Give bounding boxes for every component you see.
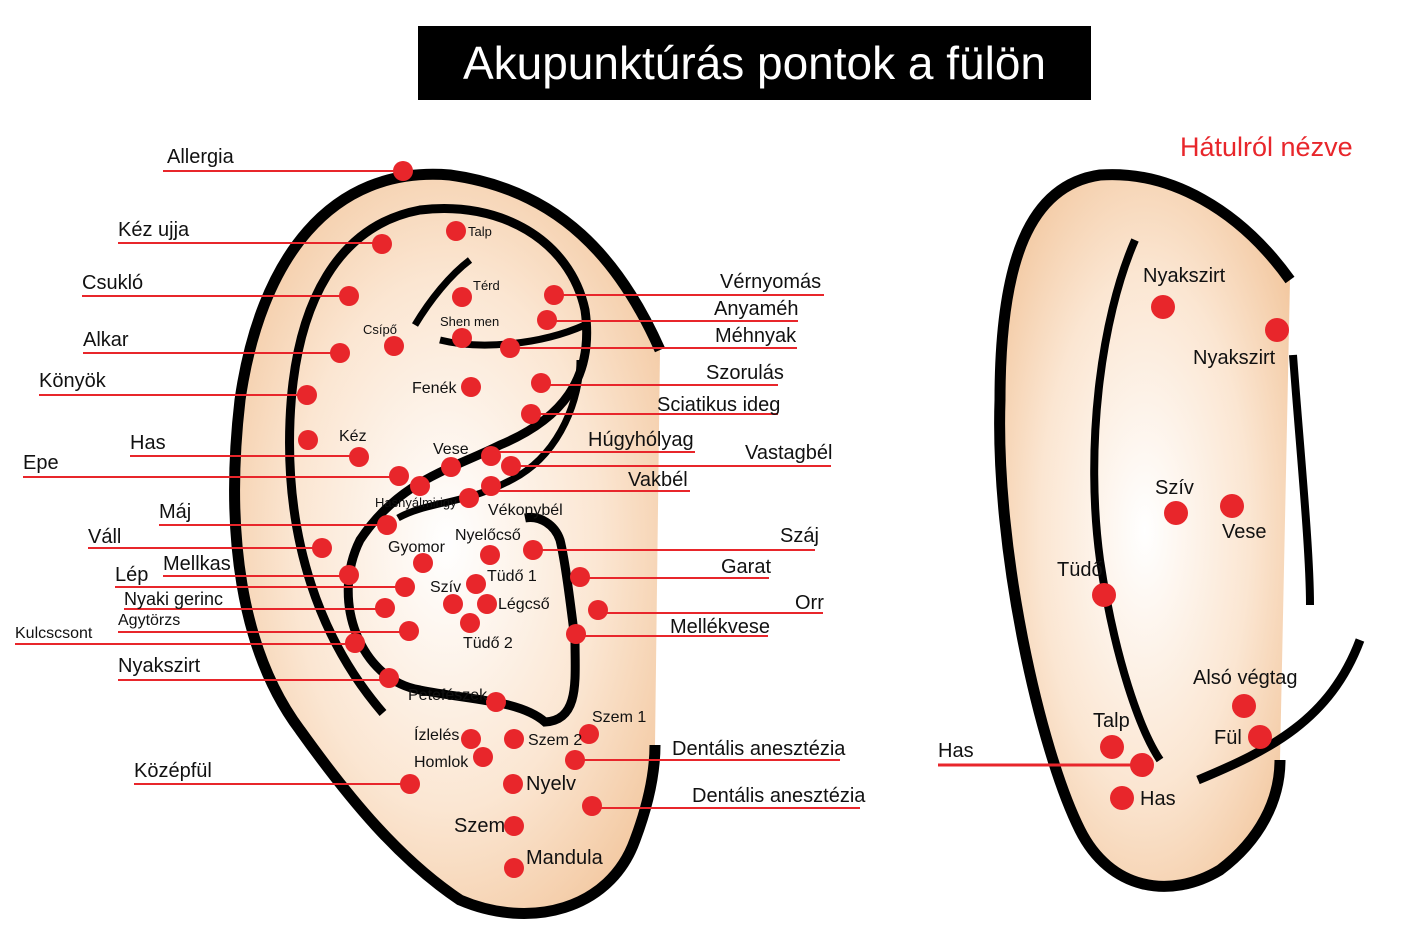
back-ear xyxy=(994,169,1365,892)
label-kulcscsont: Kulcscsont xyxy=(15,625,93,642)
label-nyakszirt: Nyakszirt xyxy=(118,655,201,677)
back-label-has-2: Has xyxy=(1140,788,1176,810)
label-sciatikus-ideg: Sciatikus ideg xyxy=(657,394,781,416)
back-view-title: Hátulról nézve xyxy=(1180,132,1353,162)
label-mandula: Mandula xyxy=(526,847,603,869)
label-kez: Kéz xyxy=(339,428,367,445)
label-szem-2: Szem 2 xyxy=(528,732,583,749)
label-nyaki-gerinc: Nyaki gerinc xyxy=(124,589,224,609)
label-lep: Lép xyxy=(115,564,149,586)
label-kez-ujja: Kéz ujja xyxy=(118,219,190,241)
label-alkar: Alkar xyxy=(83,329,129,351)
label-nyelv: Nyelv xyxy=(526,773,577,795)
label-csipo: Csípő xyxy=(363,322,397,337)
label-anyameh: Anyaméh xyxy=(714,298,799,320)
back-label-vese: Vese xyxy=(1222,521,1267,543)
leader-lines xyxy=(15,170,1142,809)
label-vall: Váll xyxy=(88,526,122,548)
label-gyomor: Gyomor xyxy=(388,539,445,556)
label-szem-1: Szem 1 xyxy=(592,709,647,726)
label-vastagbel: Vastagbél xyxy=(745,442,833,464)
label-agytorzs: Agytörzs xyxy=(118,612,181,629)
label-kozepful: Középfül xyxy=(134,760,212,782)
label-petefeszek: Petefészek xyxy=(408,687,488,704)
label-dentalis-anesztezia-2: Dentális anesztézia xyxy=(692,785,866,807)
label-mellkas: Mellkas xyxy=(163,553,231,575)
label-nyelocso: Nyelőcső xyxy=(455,527,521,544)
back-label-nyakszirt-2: Nyakszirt xyxy=(1193,347,1276,369)
label-fenek: Fenék xyxy=(412,380,457,397)
label-csuklo: Csukló xyxy=(82,272,144,294)
label-sziv: Szív xyxy=(430,579,462,596)
label-talp: Talp xyxy=(468,224,492,239)
label-hugyholyag: Húgyhólyag xyxy=(588,429,694,451)
label-vernyomas: Vérnyomás xyxy=(720,271,822,293)
back-label-tudo: Tüdő xyxy=(1057,559,1103,581)
label-hasnyalmirigy: Hasnyálmirigy xyxy=(375,495,457,510)
label-has: Has xyxy=(130,432,166,454)
label-orr: Orr xyxy=(795,592,824,614)
label-szorulas: Szorulás xyxy=(706,362,784,384)
page-title: Akupunktúrás pontok a fülön xyxy=(418,26,1091,100)
label-konyok: Könyök xyxy=(39,370,106,392)
label-legcso: Légcső xyxy=(498,596,550,613)
label-tudo-2: Tüdő 2 xyxy=(463,635,513,652)
label-epe: Epe xyxy=(23,452,59,474)
label-dentalis-anesztezia-1: Dentális anesztézia xyxy=(672,738,846,760)
back-label-has-1: Has xyxy=(938,740,974,762)
acupuncture-points xyxy=(297,161,1289,878)
label-shen-men: Shen men xyxy=(440,314,500,329)
back-label-ful: Fül xyxy=(1214,727,1242,749)
label-maj: Máj xyxy=(159,501,192,523)
label-terd: Térd xyxy=(473,278,500,293)
label-szaj: Száj xyxy=(780,525,819,547)
label-allergia: Allergia xyxy=(167,146,234,168)
back-label-nyakszirt-1: Nyakszirt xyxy=(1143,265,1226,287)
label-mellekvese: Mellékvese xyxy=(670,616,771,638)
label-vese: Vese xyxy=(433,441,469,458)
label-szem: Szem xyxy=(454,815,506,837)
label-tudo-1: Tüdő 1 xyxy=(487,568,537,585)
label-vakbel: Vakbél xyxy=(628,469,688,491)
label-vekonybel: Vékonybél xyxy=(488,502,563,519)
label-mehnyak: Méhnyak xyxy=(715,325,797,347)
back-label-sziv: Szív xyxy=(1155,477,1194,499)
label-homlok: Homlok xyxy=(414,754,469,771)
back-label-talp: Talp xyxy=(1093,710,1130,732)
label-izleles: Ízlelés xyxy=(414,727,460,744)
back-label-also-vegtag: Alsó végtag xyxy=(1193,667,1298,689)
label-garat: Garat xyxy=(721,556,772,578)
